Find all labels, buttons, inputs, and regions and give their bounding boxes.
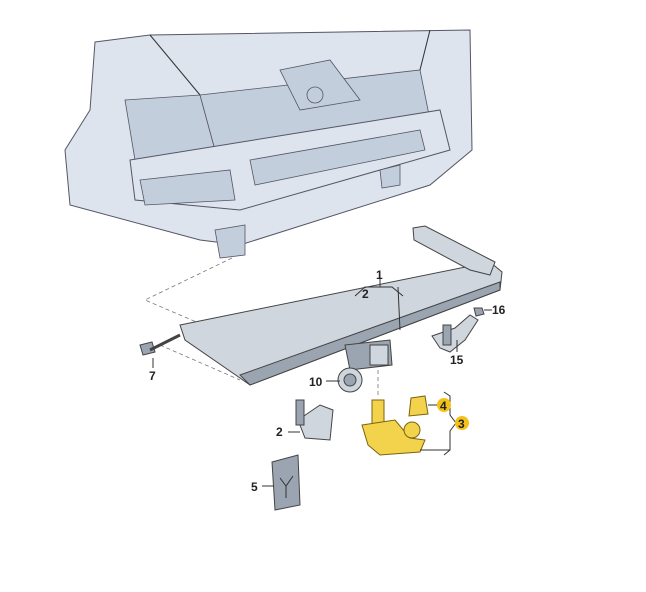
protective-cap-part-4 [408, 395, 429, 417]
callout-16[interactable]: 16 [492, 303, 506, 317]
callout-2-bottom[interactable]: 2 [276, 425, 283, 439]
callout-3[interactable]: 3 [458, 417, 465, 431]
bracket-part-2 [295, 399, 334, 441]
bracket-part-15 [431, 307, 485, 353]
callout-3-highlight [455, 416, 469, 430]
callout-5[interactable]: 5 [251, 480, 258, 494]
callout-4-highlight [437, 398, 451, 412]
document-bag-part-5 [271, 454, 301, 511]
callout-2-top[interactable]: 2 [362, 287, 369, 301]
detachable-ball-head-part-3 [361, 399, 426, 456]
bolt-part-7 [139, 333, 181, 356]
ball-socket-housing [337, 339, 393, 393]
callout-1[interactable]: 1 [376, 268, 383, 282]
callout-15[interactable]: 15 [450, 353, 464, 367]
vehicle-rear-body [64, 29, 473, 259]
tow-bar-crossmember [179, 225, 503, 386]
callout-7[interactable]: 7 [149, 369, 156, 383]
callout-4[interactable]: 4 [440, 399, 447, 413]
callout-10[interactable]: 10 [309, 375, 323, 389]
